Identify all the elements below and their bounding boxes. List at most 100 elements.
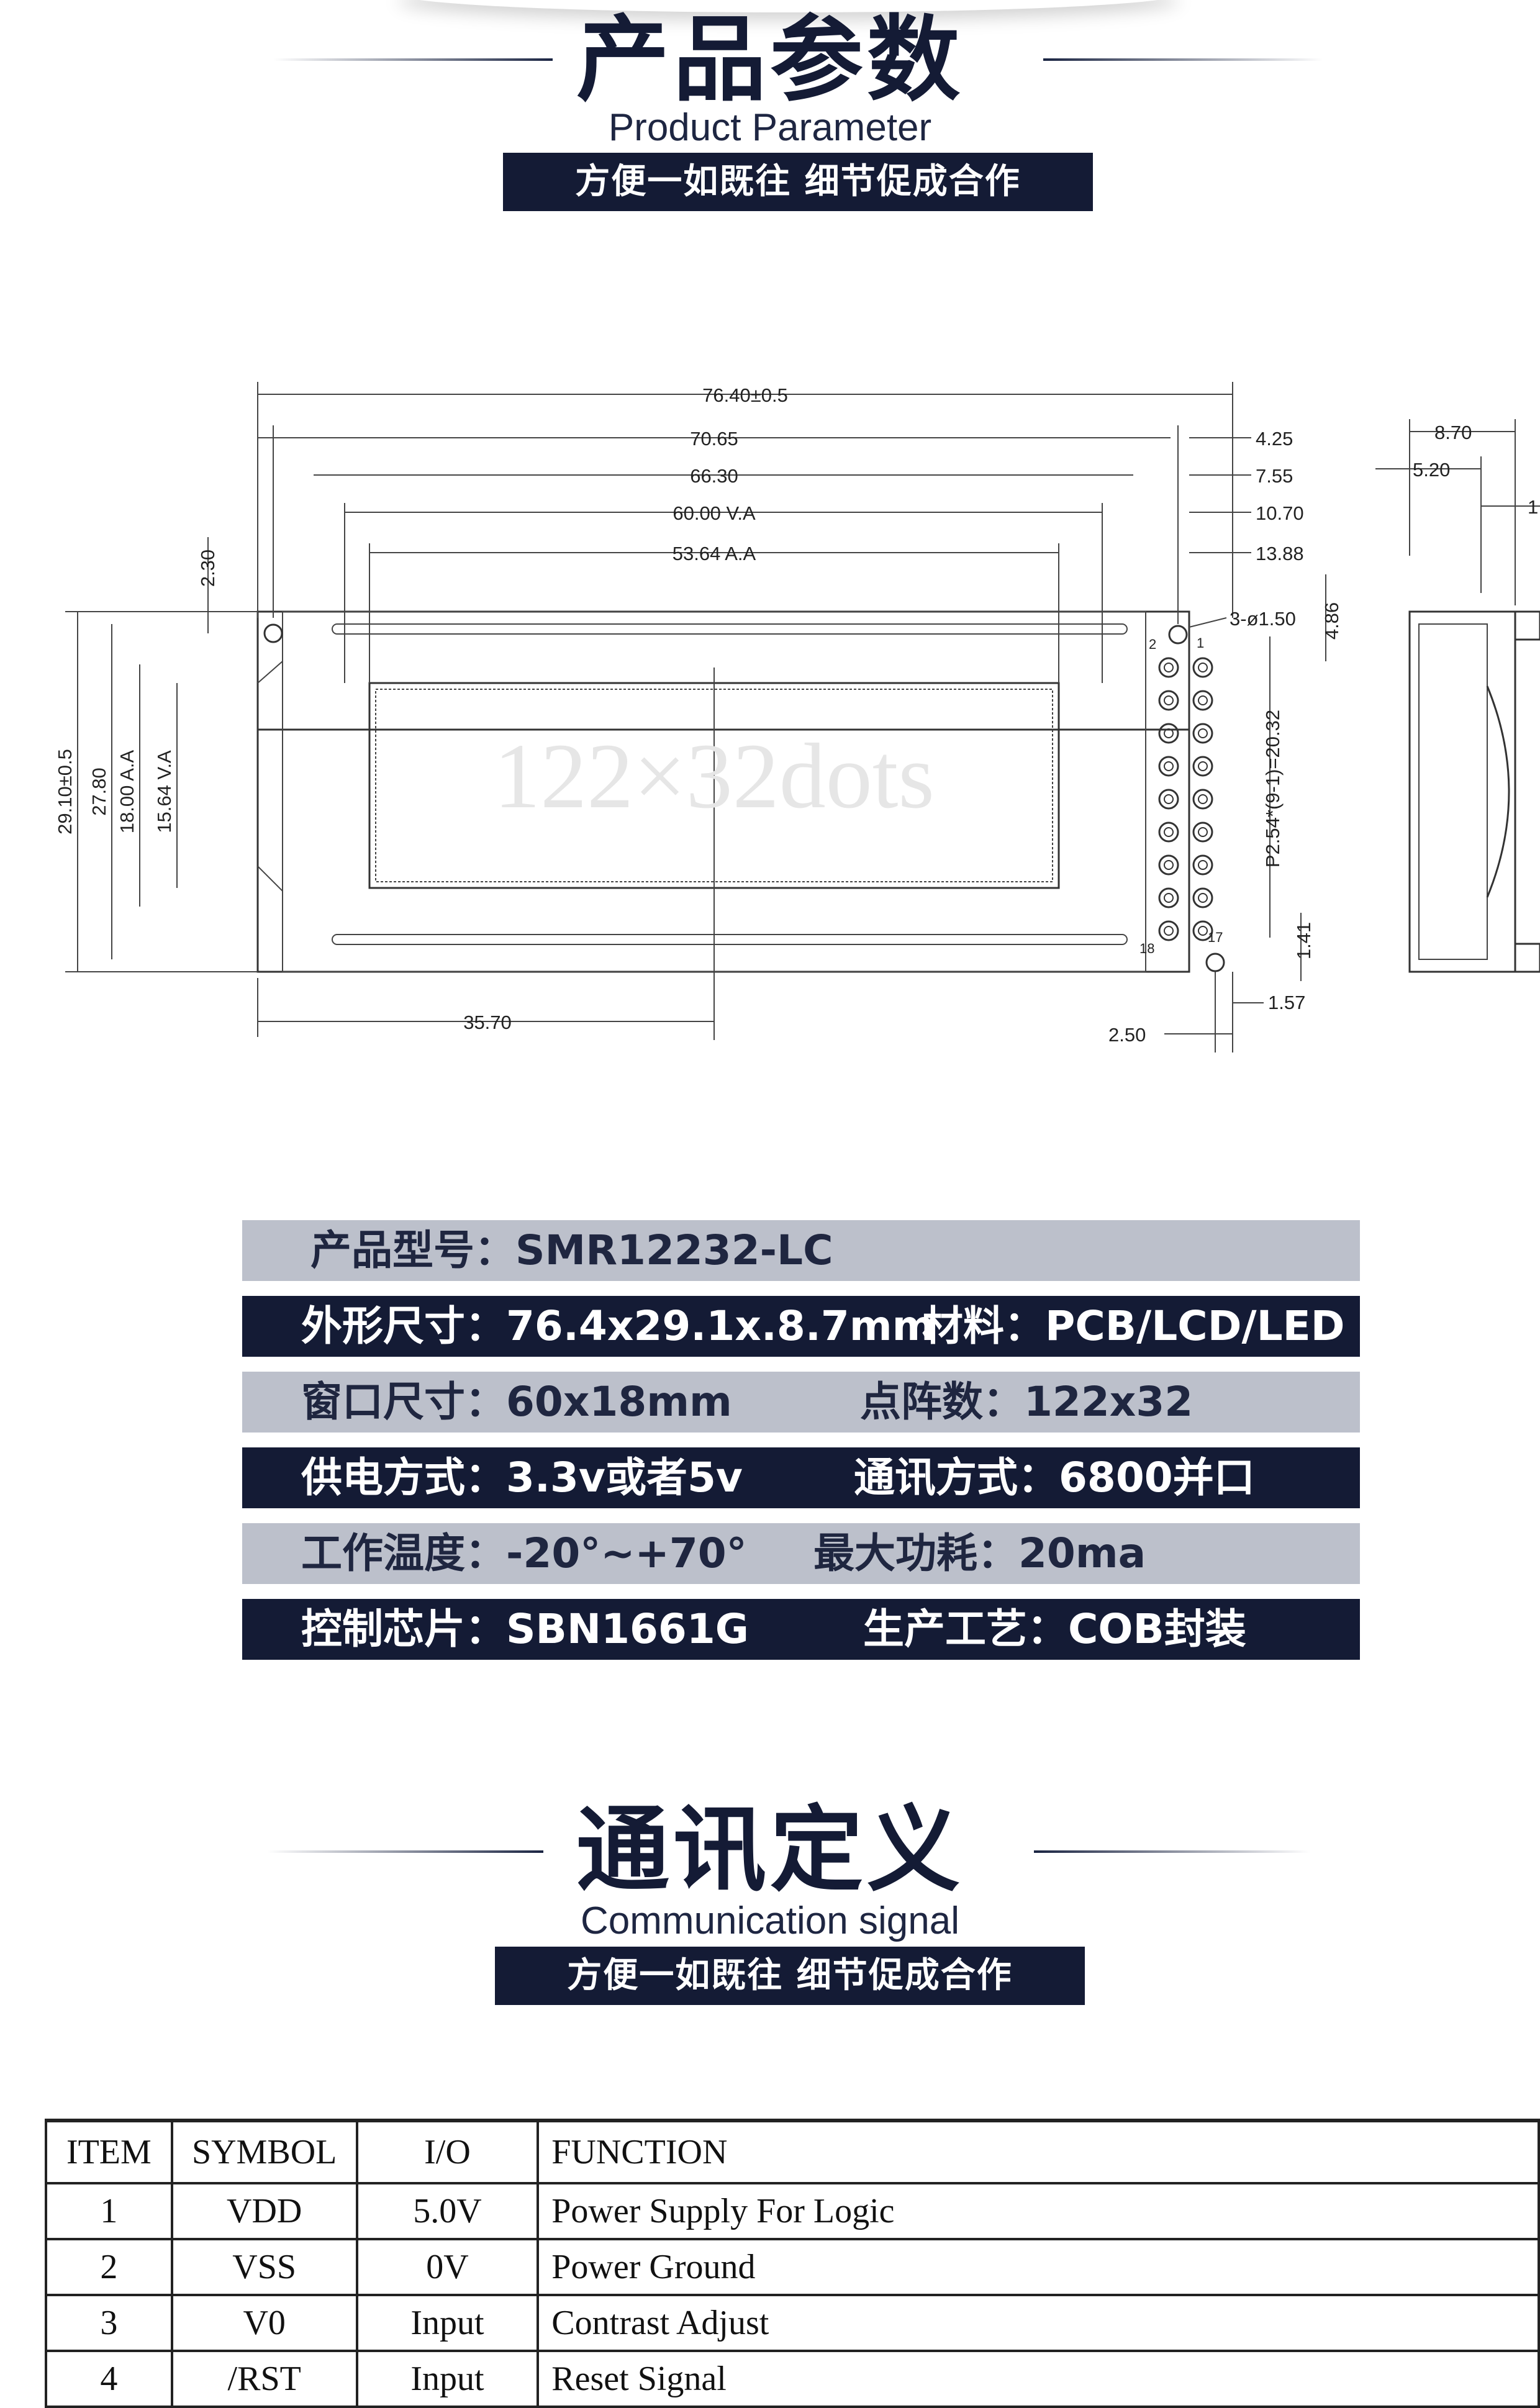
pin-pad	[1158, 690, 1179, 711]
col-item-header: ITEM	[45, 2119, 173, 2184]
dim-1-57: 1.57	[1268, 992, 1305, 1013]
pin-pad	[1198, 794, 1208, 804]
dim-29-10: 29.10±0.5	[54, 749, 76, 835]
pin-pad	[1192, 756, 1213, 777]
pin-18-label: 18	[1139, 941, 1154, 956]
dim-66-30: 66.30	[690, 465, 738, 487]
table-header-row: ITEM SYMBOL I/O FUNCTION	[45, 2119, 1540, 2184]
spec-row-chip-process: 控制芯片：SBN1661G 生产工艺：COB封装	[242, 1599, 1360, 1660]
spec-row-temp-consumption: 工作温度：-20°~+70° 最大功耗：20ma	[242, 1523, 1360, 1584]
spec-model: 产品型号：SMR12232-LC	[310, 1226, 833, 1274]
dim-15-64: 15.64 V.A	[153, 750, 175, 833]
table-row: 1 VDD 5.0V Power Supply For Logic	[45, 2182, 1540, 2240]
lcd-dimension-drawing: 122×32dots 2 1 18 17 76.40±0.5 70.65 66.…	[53, 369, 1540, 1059]
pin-pad	[1158, 723, 1179, 744]
dim-27-80: 27.80	[88, 767, 110, 816]
top-slot	[332, 623, 1128, 635]
section2-title-en: Communication signal	[581, 1899, 959, 1942]
pin-pad	[1158, 854, 1179, 876]
dim-4-25: 4.25	[1256, 428, 1293, 450]
cell-io: 0V	[355, 2238, 540, 2296]
pin-pad	[1192, 887, 1213, 908]
dimension-drawing-svg: 122×32dots 2 1 18 17 76.40±0.5 70.65 66.…	[54, 382, 1540, 1052]
pin-pad	[1158, 920, 1179, 941]
pin-pad	[1164, 860, 1174, 870]
header2-divider-right	[1034, 1850, 1310, 1853]
dim-76-40: 76.40±0.5	[702, 384, 788, 406]
pin-pad	[1198, 827, 1208, 837]
mount-hole-3	[1205, 953, 1225, 972]
pin-pad	[1198, 663, 1208, 672]
spec-row-window-dots: 窗口尺寸：60x18mm 点阵数：122x32	[242, 1372, 1360, 1433]
pin-pad	[1192, 822, 1213, 843]
col-function-header: FUNCTION	[537, 2119, 1540, 2184]
cell-function: Power Supply For Logic	[537, 2182, 1540, 2240]
dim-holes: 3-ø1.50	[1230, 608, 1296, 630]
pin-pad	[1164, 827, 1174, 837]
cell-io: Input	[355, 2350, 540, 2408]
pin-pad	[1158, 756, 1179, 777]
cell-symbol: VSS	[170, 2238, 358, 2296]
header-divider-left	[273, 58, 553, 61]
dim-13-88: 13.88	[1256, 543, 1304, 564]
spec-row-model: 产品型号：SMR12232-LC	[242, 1220, 1360, 1281]
section-title-cn: 产品参数	[576, 6, 964, 114]
dim-4-86: 4.86	[1321, 602, 1343, 640]
mount-hole-1	[263, 623, 283, 643]
signal-table: ITEM SYMBOL I/O FUNCTION 1 VDD 5.0V Powe…	[45, 2119, 1540, 2408]
header2-divider-left	[267, 1850, 543, 1853]
pin-pad	[1158, 887, 1179, 908]
cell-symbol: VDD	[170, 2182, 358, 2240]
dim-60-00: 60.00 V.A	[673, 502, 756, 524]
mount-hole-2	[1168, 625, 1188, 645]
cell-item: 2	[45, 2238, 173, 2296]
cell-item: 1	[45, 2182, 173, 2240]
dim-1-41: 1.41	[1293, 922, 1315, 959]
spec-power: 供电方式：3.3v或者5v	[301, 1454, 743, 1501]
pin-pad	[1192, 657, 1213, 678]
spec-row-size-material: 外形尺寸：76.4x29.1x.8.7mm 材料：PCB/LCD/LED	[242, 1296, 1360, 1357]
dim-8-70: 8.70	[1434, 422, 1472, 443]
dim-5-20: 5.20	[1413, 459, 1450, 481]
section-title-en: Product Parameter	[608, 106, 932, 149]
pin-pad	[1158, 789, 1179, 810]
spec-consumption: 最大功耗：20ma	[813, 1529, 1146, 1577]
table-row: 3 V0 Input Contrast Adjust	[45, 2294, 1540, 2352]
pin-pad	[1198, 860, 1208, 870]
pin-2-label: 2	[1149, 636, 1156, 652]
col-io-header: I/O	[355, 2119, 540, 2184]
pin-pad	[1164, 695, 1174, 705]
pin-header	[1158, 657, 1213, 941]
spec-chip: 控制芯片：SBN1661G	[301, 1605, 749, 1653]
side-view: 8.70 5.20 1	[1375, 419, 1540, 973]
pin-pad	[1198, 695, 1208, 705]
dim-10-70: 10.70	[1256, 502, 1304, 524]
table-row: 4 /RST Input Reset Signal	[45, 2350, 1540, 2408]
pin-pad	[1164, 663, 1174, 672]
header-divider-right	[1043, 58, 1323, 61]
spec-interface: 通讯方式：6800并口	[854, 1454, 1255, 1501]
spec-material: 材料：PCB/LCD/LED	[922, 1302, 1345, 1350]
cell-function: Reset Signal	[537, 2350, 1540, 2408]
pin-pad	[1198, 761, 1208, 771]
pin-pad	[1164, 728, 1174, 738]
dim-2-30: 2.30	[197, 550, 219, 587]
cell-function: Power Ground	[537, 2238, 1540, 2296]
table-row: 2 VSS 0V Power Ground	[45, 2238, 1540, 2296]
dim-70-65: 70.65	[690, 428, 738, 450]
cell-symbol: V0	[170, 2294, 358, 2352]
cell-item: 4	[45, 2350, 173, 2408]
pin-pad	[1198, 893, 1208, 903]
pin-pad	[1192, 723, 1213, 744]
pin-pad	[1192, 854, 1213, 876]
pin-pad	[1192, 690, 1213, 711]
cell-item: 3	[45, 2294, 173, 2352]
pin-pad	[1158, 657, 1179, 678]
pin-pad	[1164, 761, 1174, 771]
spec-temperature: 工作温度：-20°~+70°	[301, 1529, 747, 1577]
dim-pitch: P2.54*(9-1)=20.32	[1262, 710, 1284, 867]
dim-side-1: 1	[1528, 496, 1538, 518]
dim-18-00: 18.00 A.A	[116, 749, 138, 833]
cell-io: Input	[355, 2294, 540, 2352]
section2-slogan-bar: 方便一如既往 细节促成合作	[495, 1947, 1085, 2005]
